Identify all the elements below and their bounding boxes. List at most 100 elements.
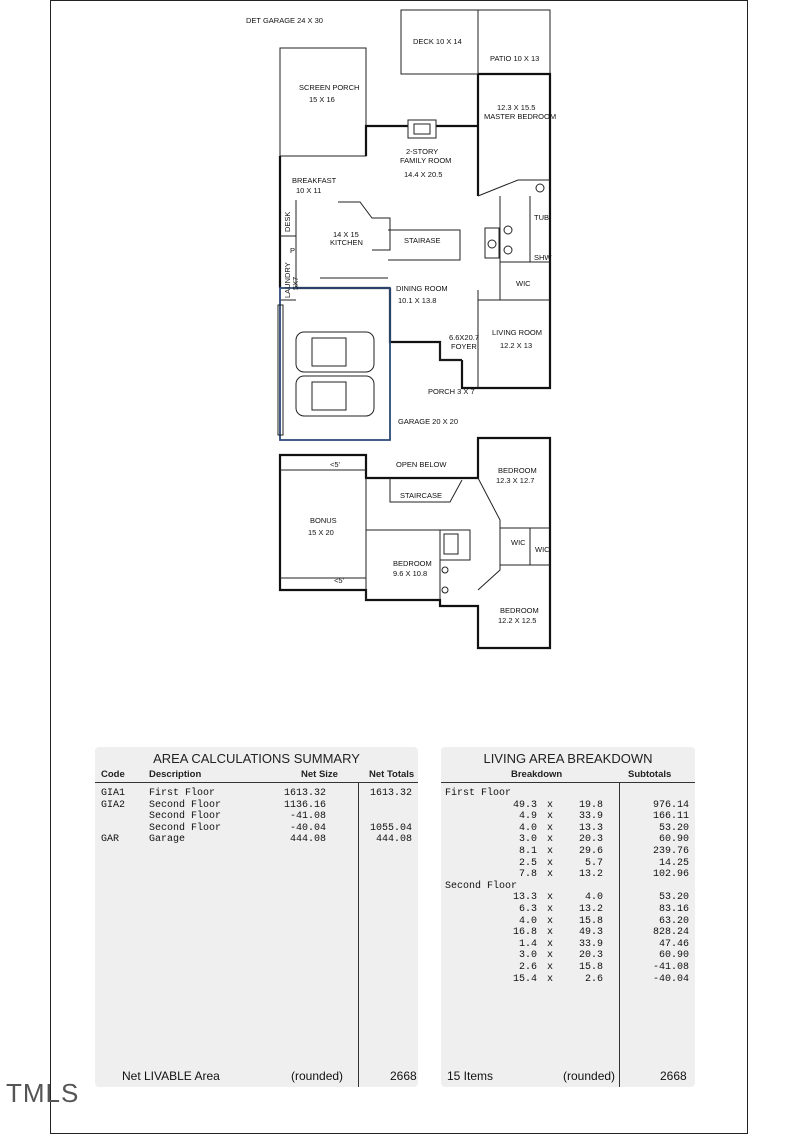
kitchen-label: KITCHEN: [330, 238, 363, 247]
foyer-dim: 6.6X20.7: [449, 333, 479, 342]
net-totals-header: Net Totals: [369, 769, 415, 780]
area-net-total-cell: 1055.04: [369, 822, 412, 834]
breakdown-x-cell: x: [547, 938, 554, 950]
tub-label: TUB: [534, 213, 549, 222]
net-livable-value: 2668: [390, 1069, 417, 1083]
breakdown-x-cell: x: [547, 973, 554, 985]
breakdown-header: Breakdown: [511, 769, 563, 780]
bonus-label: BONUS: [310, 516, 337, 525]
breakdown-x-cell: x: [547, 927, 554, 939]
kitchen-dim: 14 X 15: [333, 230, 359, 239]
area-description-cell: First Floor: [149, 788, 216, 799]
breakdown-b-cell: 19.8: [578, 799, 603, 811]
breakdown-b-cell: 2.6: [584, 973, 603, 985]
breakdown-a-cell: 49.3: [512, 799, 537, 811]
bedroom-3-dim: 12.2 X 12.5: [498, 616, 536, 625]
desk-label: DESK: [283, 212, 292, 232]
open-below-label: OPEN BELOW: [396, 460, 447, 469]
breakdown-a-cell: 6.3: [518, 904, 537, 915]
breakdown-a-cell: 8.1: [518, 846, 537, 857]
breakdown-a-cell: 2.5: [518, 857, 537, 869]
area-net-total-cell: 1613.32: [369, 788, 412, 799]
second-floor-heading-text: Second Floor: [445, 880, 518, 892]
breakdown-a-cell: 3.0: [518, 950, 537, 962]
screen-porch-dim: 15 X 16: [309, 95, 335, 104]
breakdown-x-cell: x: [547, 892, 554, 904]
breakdown-x-cell: x: [547, 962, 554, 973]
breakdown-x-cell: x: [547, 834, 554, 846]
garage-label: GARAGE 20 X 20: [398, 417, 458, 426]
breakdown-a-cell: 4.0: [518, 822, 537, 834]
area-net-total-cell: 444.08: [375, 834, 412, 846]
breakdown-t-cell: 53.20: [658, 822, 689, 834]
family-label-1: 2-STORY: [406, 147, 438, 156]
description-header: Description: [149, 769, 202, 780]
bedroom-1-dim: 12.3 X 12.7: [496, 476, 534, 485]
area-net-size-cell: 1136.16: [283, 799, 326, 811]
first-floor-heading: First Floor: [441, 788, 695, 800]
low-ceiling-label-1: <5': [330, 460, 341, 469]
breakdown-a-cell: 16.8: [512, 927, 537, 939]
living-breakdown-title: LIVING AREA BREAKDOWN: [483, 751, 653, 766]
wic-label: WIC: [516, 279, 531, 288]
living-breakdown-panel: LIVING AREA BREAKDOWN Breakdown Subtotal…: [441, 747, 695, 1087]
bedroom-1-label: BEDROOM: [498, 466, 537, 475]
breakdown-x-cell: x: [547, 950, 554, 962]
breakdown-rounded-label: (rounded): [563, 1069, 616, 1083]
breakdown-b-cell: 33.9: [578, 938, 603, 950]
breakdown-b-cell: 20.3: [578, 950, 603, 962]
breakdown-t-cell: 83.16: [658, 904, 689, 915]
living-dim: 12.2 X 13: [500, 341, 532, 350]
breakdown-x-cell: x: [547, 822, 554, 834]
area-code-cell: GIA2: [101, 799, 126, 811]
breakdown-b-cell: 15.8: [578, 915, 603, 927]
pantry-label: P: [290, 246, 295, 255]
breakdown-a-cell: 13.3: [512, 892, 537, 904]
breakfast-dim: 10 X 11: [296, 186, 321, 195]
first-floor-plan: [278, 9, 552, 390]
breakdown-b-cell: 4.0: [584, 892, 603, 904]
master-dim: 12.3 X 15.5: [497, 103, 535, 112]
master-label: MASTER BEDROOM: [484, 112, 556, 121]
breakdown-t-cell: 60.90: [658, 950, 689, 962]
garage-plan: [277, 287, 391, 441]
breakdown-t-cell: 102.96: [652, 869, 689, 881]
area-row: Second Floor -41.08: [95, 811, 418, 823]
bedroom-2-label: BEDROOM: [393, 559, 432, 568]
breakdown-x-cell: x: [547, 846, 554, 857]
breakdown-b-cell: 15.8: [578, 962, 603, 973]
breakdown-b-cell: 13.2: [578, 869, 603, 881]
area-net-size-cell: -41.08: [289, 811, 326, 823]
bedroom-2-dim: 9.6 X 10.8: [393, 569, 427, 578]
breakdown-b-cell: 33.9: [578, 811, 603, 823]
shw-label: SHW: [534, 253, 552, 262]
breakdown-x-cell: x: [547, 915, 554, 927]
family-dim: 14.4 X 20.5: [404, 170, 442, 179]
area-rounded-label: (rounded): [291, 1069, 344, 1083]
breakdown-a-cell: 1.4: [518, 938, 537, 950]
breakdown-b-cell: 49.3: [578, 927, 603, 939]
breakdown-t-cell: 828.24: [652, 927, 689, 939]
stairase-label: STAIRASE: [404, 236, 441, 245]
first-floor-heading-text: First Floor: [445, 788, 512, 799]
second-floor-plan: [278, 436, 552, 650]
breakdown-b-cell: 13.3: [578, 822, 603, 834]
breakdown-b-cell: 5.7: [584, 857, 603, 869]
code-header: Code: [101, 769, 125, 780]
area-description-cell: Second Floor: [149, 811, 222, 823]
second-floor-heading: Second Floor: [441, 881, 695, 893]
breakdown-t-cell: 239.76: [652, 846, 689, 857]
tmls-logo: TMLS: [6, 1078, 80, 1108]
area-net-size-cell: -40.04: [289, 822, 326, 834]
breakdown-x-cell: x: [547, 811, 554, 823]
